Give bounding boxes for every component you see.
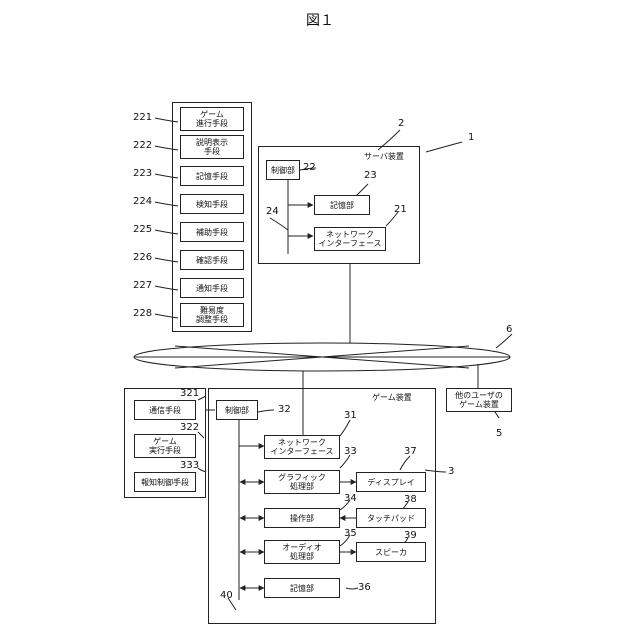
explanation-display-means: 説明表示 手段 [180,135,244,159]
touchpad: タッチパッド [356,508,426,528]
other-user-game-device: 他のユーザの ゲーム装置 [446,388,512,412]
ref-24: 24 [266,206,279,217]
ref-34: 34 [344,493,357,504]
ref-31: 31 [344,410,357,421]
storage-means: 記憶手段 [180,166,244,186]
label: 通知手段 [196,284,228,293]
label: ネットワーク インターフェース [270,438,333,456]
game-device-title: ゲーム装置 [372,393,412,402]
game-controller: 制御部 [216,400,258,420]
display: ディスプレイ [356,472,426,492]
ref-32: 32 [278,404,291,415]
ref-40: 40 [220,590,233,601]
label: 確認手段 [196,256,228,265]
ref-225: 225 [133,224,152,235]
ref-223: 223 [133,168,152,179]
communication-means: 通信手段 [134,400,196,420]
label: 検知手段 [196,200,228,209]
ref-37: 37 [404,446,417,457]
ref-38: 38 [404,494,417,505]
ref-server: 2 [398,118,404,129]
ref-35: 35 [344,528,357,539]
ref-22: 22 [303,162,316,173]
label: ゲーム 実行手段 [149,437,181,455]
label: ゲーム 進行手段 [196,110,228,128]
game-network-interface: ネットワーク インターフェース [264,435,340,459]
label: 制御部 [271,166,295,175]
ref-network: 6 [506,324,512,335]
ref-39: 39 [404,530,417,541]
speaker: スピーカ [356,542,426,562]
label: ディスプレイ [367,478,414,487]
ref-222: 222 [133,140,152,151]
detection-means: 検知手段 [180,194,244,214]
label: 記憶手段 [196,172,228,181]
audio-processor: オーディオ 処理部 [264,540,340,564]
confirmation-means: 確認手段 [180,250,244,270]
ref-224: 224 [133,196,152,207]
label: ネットワーク インターフェース [318,230,381,248]
label: 通信手段 [149,406,181,415]
server-network-interface: ネットワーク インターフェース [314,227,386,251]
game-execution-means: ゲーム 実行手段 [134,434,196,458]
ref-21: 21 [394,204,407,215]
ref-321: 321 [180,388,199,399]
label: 制御部 [225,406,249,415]
label: スピーカ [375,548,407,557]
label: 説明表示 手段 [196,138,228,156]
label: グラフィック 処理部 [278,473,326,491]
label: オーディオ 処理部 [282,543,321,561]
label: 補助手段 [196,228,228,237]
server-controller: 制御部 [266,160,300,180]
label: 他のユーザの ゲーム装置 [455,391,503,409]
label: 報知制御手段 [141,478,189,487]
ref-game-device: 3 [448,466,454,477]
game-storage: 記憶部 [264,578,340,598]
label: 操作部 [290,514,314,523]
ref-other-user: 5 [496,428,502,439]
label: 難易度 調整手段 [196,306,228,324]
game-progress-means: ゲーム 進行手段 [180,107,244,131]
label: タッチパッド [367,514,415,523]
label: 記憶部 [290,584,314,593]
ref-23: 23 [364,170,377,181]
ref-36: 36 [358,582,371,593]
operation-unit: 操作部 [264,508,340,528]
label: 記憶部 [330,201,354,210]
ref-228: 228 [133,308,152,319]
ref-33: 33 [344,446,357,457]
ref-322: 322 [180,422,199,433]
difficulty-adjustment-means: 難易度 調整手段 [180,303,244,327]
ref-227: 227 [133,280,152,291]
notification-control-means: 報知制御手段 [134,472,196,492]
ref-226: 226 [133,252,152,263]
graphics-processor: グラフィック 処理部 [264,470,340,494]
ref-333: 333 [180,460,199,471]
server-device-title: サーバ装置 [364,152,404,161]
ref-221: 221 [133,112,152,123]
notification-means: 通知手段 [180,278,244,298]
ref-system: 1 [468,132,474,143]
server-storage: 記憶部 [314,195,370,215]
assistance-means: 補助手段 [180,222,244,242]
